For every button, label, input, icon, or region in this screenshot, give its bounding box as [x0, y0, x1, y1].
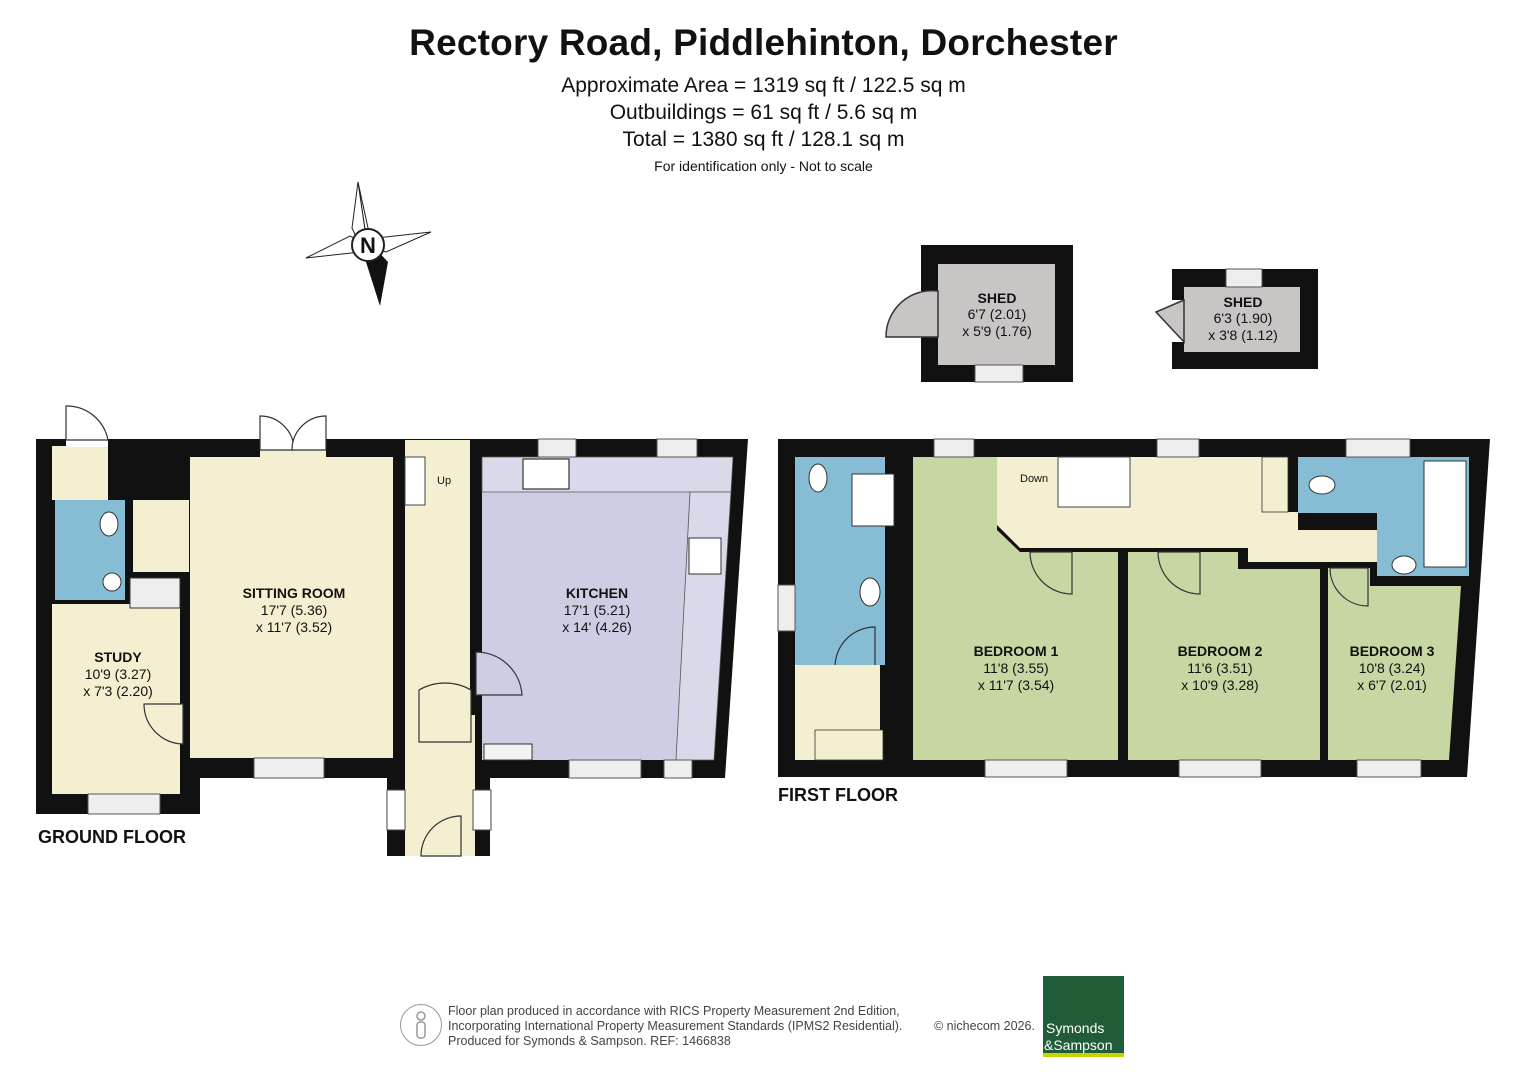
page-title: Rectory Road, Piddlehinton, Dorchester — [409, 22, 1118, 63]
outbuildings-area: Outbuildings = 61 sq ft / 5.6 sq m — [609, 101, 918, 124]
logo-text-2: &Sampson — [1044, 1037, 1113, 1053]
compass-north-label: N — [360, 233, 376, 258]
logo-text-1: Symonds — [1046, 1020, 1105, 1036]
study-dim1: 10'9 (3.27) — [85, 666, 152, 682]
shed-1-dim1: 6'7 (2.01) — [968, 306, 1027, 322]
bedroom-1-dim2: x 11'7 (3.54) — [978, 677, 1054, 693]
shed-1: SHED 6'7 (2.01) x 5'9 (1.76) — [885, 245, 1073, 383]
sitting-room-dim1: 17'7 (5.36) — [261, 602, 328, 618]
bedroom-1-label: BEDROOM 1 — [974, 643, 1059, 659]
shed-1-label: SHED — [978, 290, 1017, 306]
sitting-room-label: SITTING ROOM — [243, 585, 346, 601]
ground-floor-label: GROUND FLOOR — [38, 827, 186, 847]
bedroom-2-dim2: x 10'9 (3.28) — [1181, 677, 1258, 693]
symonds-sampson-logo: Symonds &Sampson — [1043, 976, 1124, 1057]
rics-person-icon — [400, 1004, 442, 1046]
total-area: Total = 1380 sq ft / 128.1 sq m — [622, 128, 905, 151]
bedroom-3-dim2: x 6'7 (2.01) — [1357, 677, 1427, 693]
kitchen-label: KITCHEN — [566, 585, 628, 601]
copyright-text: © nichecom 2026. — [934, 1019, 1035, 1033]
shed-1-dim2: x 5'9 (1.76) — [962, 323, 1032, 339]
first-floor-plan: Down BEDROOM 1 11'8 (3.55) x 11'7 (3.54)… — [777, 438, 1490, 778]
ground-floor-plan: Up SITTING ROOM 17'7 (5.36) x 11'7 (3.52… — [36, 405, 748, 857]
compass-icon: N — [305, 181, 432, 306]
shed-2-dim1: 6'3 (1.90) — [1214, 310, 1273, 326]
kitchen-dim2: x 14' (4.26) — [562, 619, 632, 635]
kitchen-dim1: 17'1 (5.21) — [564, 602, 631, 618]
bedroom-2-dim1: 11'6 (3.51) — [1187, 660, 1252, 676]
approximate-area: Approximate Area = 1319 sq ft / 122.5 sq… — [561, 74, 966, 97]
first-floor-label: FIRST FLOOR — [778, 785, 898, 805]
study-label: STUDY — [94, 649, 142, 665]
footer-line-3: Produced for Symonds & Sampson. REF: 146… — [448, 1034, 731, 1048]
ground-stairs-label: Up — [437, 475, 451, 487]
shed-2-dim2: x 3'8 (1.12) — [1208, 327, 1278, 343]
bedroom-3-dim1: 10'8 (3.24) — [1359, 660, 1426, 676]
footer-line-1: Floor plan produced in accordance with R… — [448, 1004, 900, 1018]
footer-line-2: Incorporating International Property Mea… — [448, 1019, 903, 1033]
logo-accent-bar — [1043, 1053, 1124, 1057]
first-stairs-label: Down — [1020, 473, 1048, 485]
footer-notes: Floor plan produced in accordance with R… — [448, 1004, 902, 1049]
shed-2-label: SHED — [1224, 294, 1263, 310]
sitting-room-dim2: x 11'7 (3.52) — [256, 619, 332, 635]
shed-2: SHED 6'3 (1.90) x 3'8 (1.12) — [1154, 268, 1318, 369]
bedroom-3-label: BEDROOM 3 — [1350, 643, 1435, 659]
scale-note: For identification only - Not to scale — [654, 158, 873, 174]
bedroom-1-dim1: 11'8 (3.55) — [983, 660, 1048, 676]
bedroom-2-label: BEDROOM 2 — [1178, 643, 1263, 659]
study-dim2: x 7'3 (2.20) — [83, 683, 153, 699]
